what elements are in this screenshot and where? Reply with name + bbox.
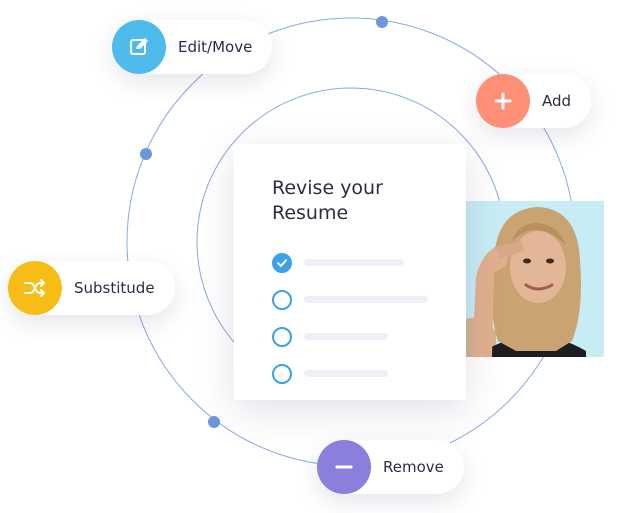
check-icon <box>277 258 287 267</box>
orbit-dot-bottom <box>208 416 220 428</box>
task-item[interactable] <box>272 355 438 392</box>
task-placeholder-line <box>304 333 388 340</box>
minus-icon <box>317 440 371 494</box>
task-checkbox[interactable] <box>272 363 292 384</box>
edit-move-label: Edit/Move <box>178 38 253 56</box>
task-placeholder-line <box>304 259 404 266</box>
task-placeholder-line <box>304 370 388 377</box>
edit-move-button[interactable]: Edit/Move <box>112 20 273 74</box>
shuffle-icon <box>8 261 62 315</box>
task-item[interactable] <box>272 244 438 281</box>
remove-button[interactable]: Remove <box>317 440 464 494</box>
add-button[interactable]: Add <box>476 74 592 128</box>
card-title: Revise your Resume <box>272 177 383 224</box>
orbit-dot-left <box>140 148 152 160</box>
task-checkbox[interactable] <box>272 289 292 310</box>
task-item[interactable] <box>272 281 438 318</box>
profile-photo <box>466 201 604 357</box>
substitude-label: Substitude <box>74 279 155 297</box>
add-label: Add <box>542 92 572 110</box>
substitude-button[interactable]: Substitude <box>8 261 175 315</box>
remove-label: Remove <box>383 458 444 476</box>
plus-icon <box>476 74 530 128</box>
task-placeholder-line <box>304 296 428 303</box>
task-checkbox[interactable] <box>272 326 292 347</box>
edit-icon <box>112 20 166 74</box>
task-item[interactable] <box>272 318 438 355</box>
task-checkbox-checked[interactable] <box>272 252 292 273</box>
orbit-dot-top <box>376 16 388 28</box>
resume-checklist-card: Revise your Resume <box>234 144 466 400</box>
